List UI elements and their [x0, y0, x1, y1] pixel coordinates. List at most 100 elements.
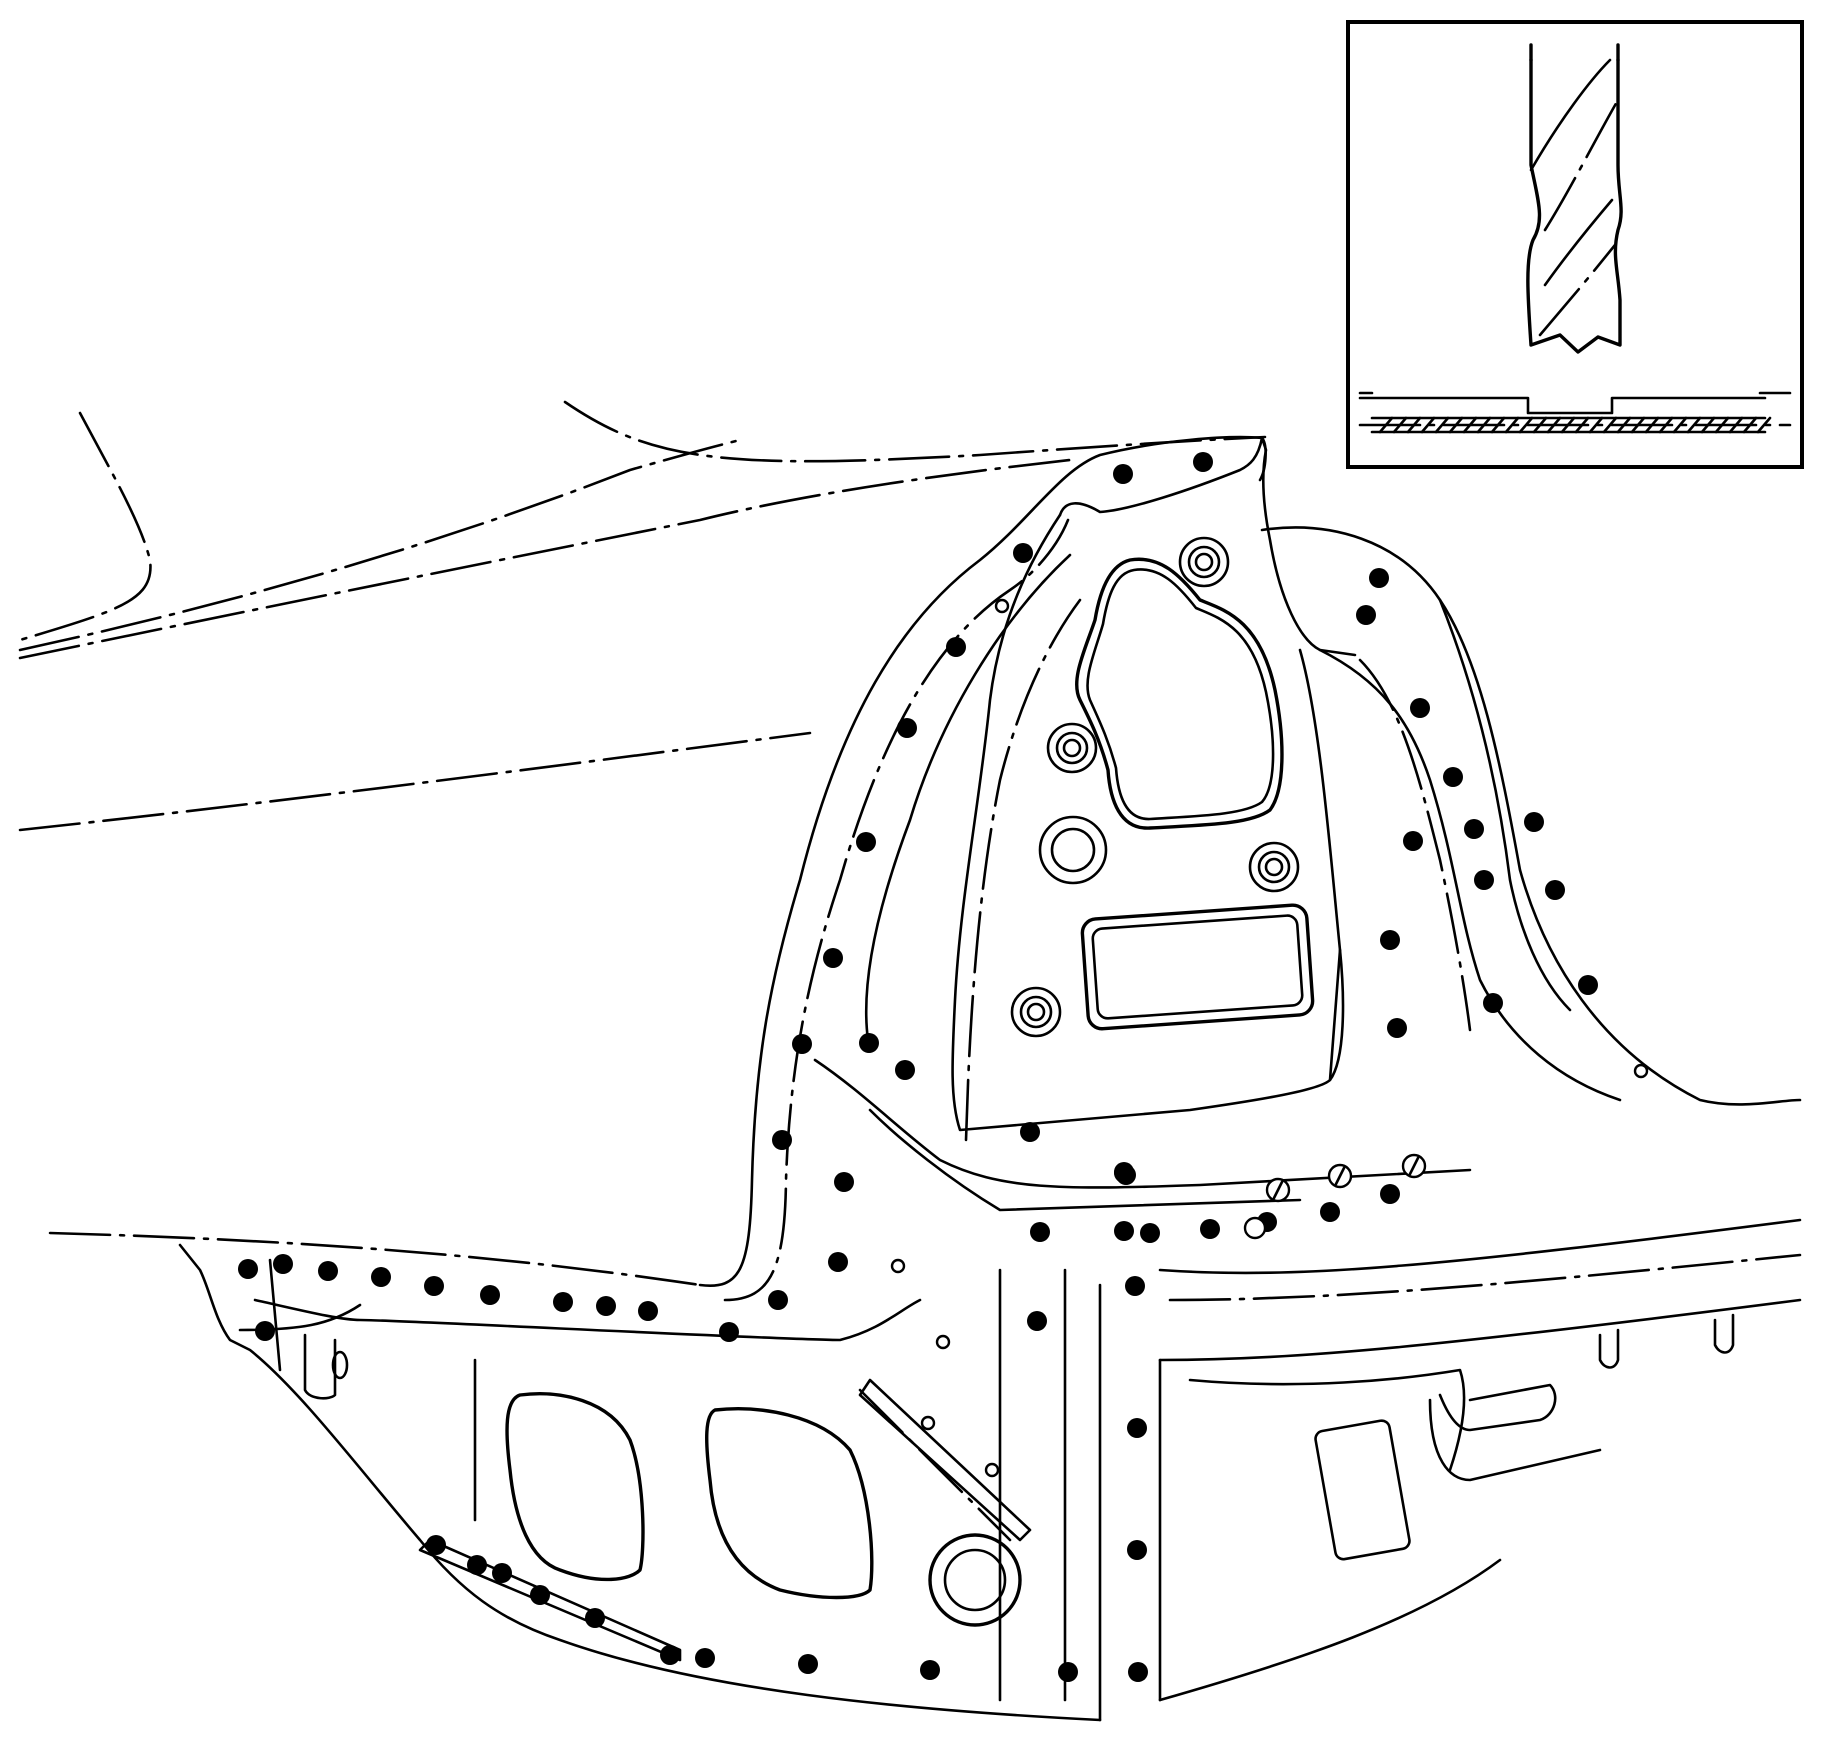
- spot-weld-marker: [585, 1608, 605, 1628]
- lower-quarter-panel: [178, 1243, 1102, 1722]
- spot-weld-marker: [1027, 1311, 1047, 1331]
- belt-line-upper: [18, 438, 742, 652]
- spot-weld-marker: [834, 1172, 854, 1192]
- spot-weld-marker: [859, 1033, 879, 1053]
- panel-vertical-break: [1328, 948, 1342, 1082]
- hatch-line: [1714, 416, 1730, 434]
- drill-bit-icon: [1526, 43, 1623, 354]
- lower-bracket: [303, 1333, 337, 1400]
- hatch-line: [1728, 416, 1744, 434]
- spot-weld-marker: [480, 1285, 500, 1305]
- hatch-line: [1406, 416, 1422, 434]
- sheet-metal-section: [1358, 391, 1792, 434]
- spot-weld-marker: [660, 1645, 680, 1665]
- lower-bracket-slot: [331, 1350, 349, 1380]
- inner-reinforcement-line-2: [964, 598, 1082, 1142]
- spot-weld-marker: [1200, 1219, 1220, 1239]
- spot-weld-marker: [768, 1290, 788, 1310]
- floor-rail-bottom: [1158, 1558, 1502, 1702]
- spot-weld-marker: [371, 1267, 391, 1287]
- lower-divider-1: [268, 1258, 282, 1372]
- floor-dash-line: [1168, 1253, 1802, 1302]
- access-opening-large: [1075, 557, 1284, 830]
- reference-hole: [935, 1334, 951, 1350]
- body-side-character-line: [18, 731, 812, 832]
- lower-quarter-ledge: [253, 1298, 922, 1342]
- spot-weld-marker: [828, 1252, 848, 1272]
- spot-weld-marker: [1545, 880, 1565, 900]
- spot-weld-marker: [1356, 605, 1376, 625]
- hatch-line: [1588, 416, 1604, 434]
- spot-weld-marker: [1474, 870, 1494, 890]
- spot-weld-marker: [238, 1259, 258, 1279]
- rear-floor-structure: [1098, 1218, 1802, 1722]
- hatch-line: [1462, 416, 1478, 434]
- floor-bracket: [1438, 1383, 1557, 1432]
- arch-outer-edge: [1260, 526, 1802, 1106]
- spot-weld-marker: [1127, 1540, 1147, 1560]
- wheelhouse-outer-flange: [698, 435, 1267, 1287]
- spot-weld-marker: [1127, 1418, 1147, 1438]
- hatch-line: [1420, 416, 1436, 434]
- spot-weld-marker: [1125, 1276, 1145, 1296]
- clip-3: [1401, 1153, 1427, 1179]
- lower-rib: [858, 1388, 1012, 1542]
- quarter-inner-panel: [698, 435, 1472, 1302]
- arch-flange-edge: [1358, 658, 1472, 1032]
- reference-hole: [994, 598, 1010, 614]
- hatch-line: [1616, 416, 1632, 434]
- spot-weld-marker: [1387, 1018, 1407, 1038]
- arch-rear-edge: [1438, 598, 1572, 1012]
- spot-weld-marker: [1013, 543, 1033, 563]
- clip-4: [1243, 1216, 1267, 1240]
- grommet-2: [1046, 722, 1098, 774]
- spot-weld-marker: [1113, 464, 1133, 484]
- hatch-line: [1686, 416, 1702, 434]
- hatch-line: [1672, 416, 1688, 434]
- spot-weld-marker: [1193, 452, 1213, 472]
- spot-weld-marker: [255, 1321, 275, 1341]
- hatch-line: [1434, 416, 1450, 434]
- spot-weld-marker: [1320, 1202, 1340, 1222]
- reference-hole: [1633, 1063, 1649, 1079]
- spot-weld-marker: [897, 718, 917, 738]
- spot-weld-marker: [772, 1130, 792, 1150]
- spot-weld-marker: [1380, 930, 1400, 950]
- roof-outer-line: [563, 400, 1267, 463]
- panel-floor-joint: [813, 1058, 1472, 1189]
- spot-weld-marker: [719, 1322, 739, 1342]
- body-outline: [18, 400, 1267, 1287]
- lower-rib-2: [858, 1378, 1032, 1542]
- floor-crossmember: [1188, 1368, 1466, 1472]
- spot-weld-marker: [1410, 698, 1430, 718]
- hatch-line: [1504, 416, 1520, 434]
- spot-weld-marker: [1058, 1662, 1078, 1682]
- lower-opening-1: [505, 1392, 645, 1582]
- hatch-line: [1476, 416, 1492, 434]
- drain-hole-inner: [943, 1548, 1007, 1612]
- spot-weld-marker: [823, 948, 843, 968]
- spot-weld-marker: [492, 1563, 512, 1583]
- spot-weld-marker: [1020, 1122, 1040, 1142]
- grommet-4: [1248, 841, 1300, 893]
- hatch-line: [1490, 416, 1506, 434]
- access-opening-rect: [1080, 903, 1315, 1031]
- lower-quarter-outline: [178, 1243, 1102, 1722]
- spot-weld-marker: [1524, 812, 1544, 832]
- floor-lower-line: [1158, 1298, 1802, 1362]
- hatch-line: [1378, 416, 1394, 434]
- spot-weld-marker: [553, 1292, 573, 1312]
- hatch-line: [1560, 416, 1576, 434]
- spot-weld-marker: [798, 1654, 818, 1674]
- inner-reinforcement-line: [864, 553, 1072, 1042]
- spot-weld-marker: [1403, 831, 1423, 851]
- reference-hole: [984, 1462, 1000, 1478]
- spot-weld-marker: [273, 1254, 293, 1274]
- hatch-line: [1700, 416, 1716, 434]
- upper-cap: [1058, 436, 1357, 657]
- spot-weld-marker: [1128, 1662, 1148, 1682]
- grommet-3: [1038, 815, 1108, 885]
- hatch-line: [1756, 416, 1772, 434]
